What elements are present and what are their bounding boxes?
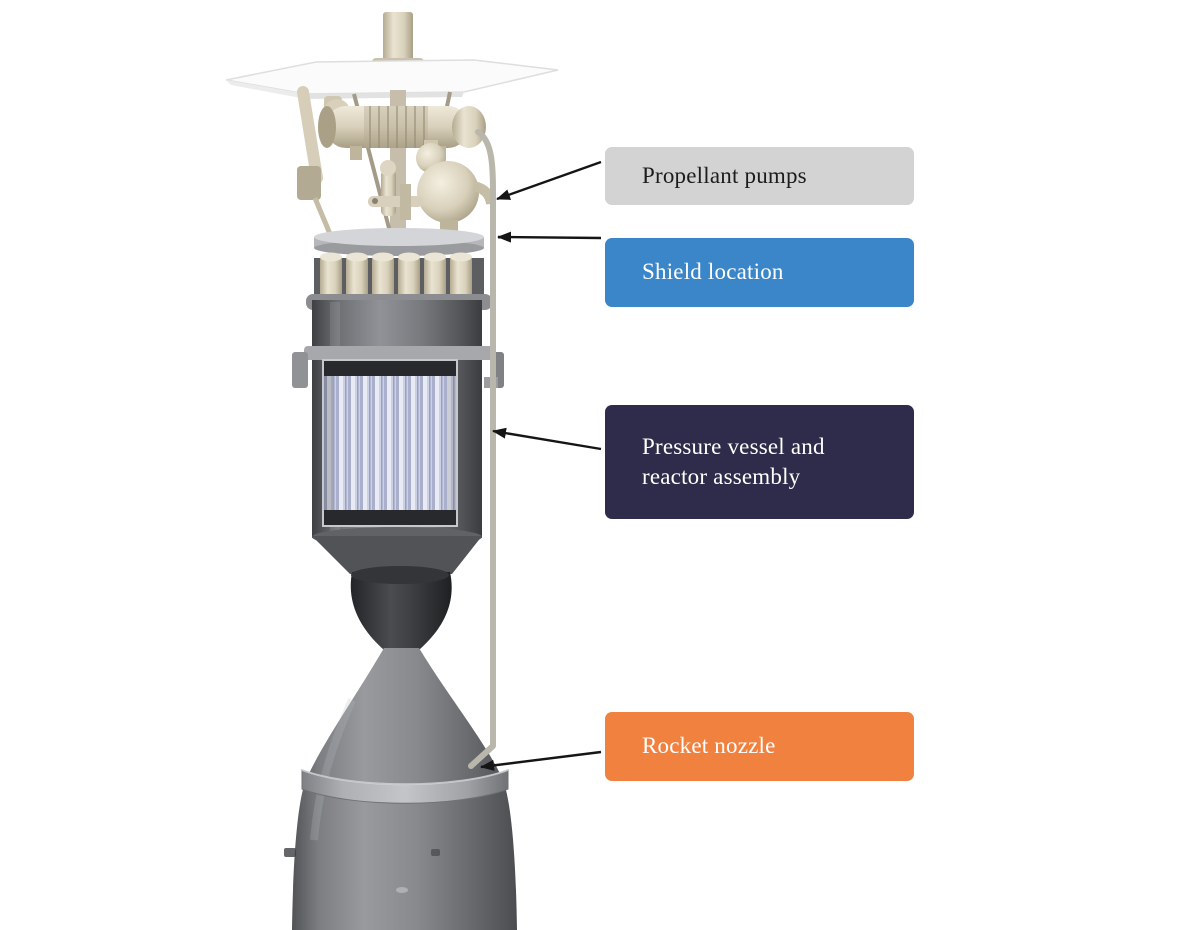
label-shield-location: Shield location: [605, 238, 914, 307]
arrow-rocket-nozzle: [480, 750, 602, 771]
top-mast: [372, 12, 424, 68]
arrow-pressure-vessel: [492, 427, 602, 451]
coolant-pipe: [468, 129, 498, 769]
label-pressure-vessel-line2: reactor assembly: [642, 464, 801, 489]
turbopump-assembly: [318, 96, 486, 160]
label-shield-location-text: Shield location: [642, 259, 784, 285]
shield-mount-ring: [314, 228, 484, 256]
label-propellant-pumps: Propellant pumps: [605, 147, 914, 205]
support-plate: [225, 59, 559, 99]
nozzle-throat: [350, 566, 452, 650]
arrow-propellant-pumps: [496, 160, 602, 201]
nozzle-marking: [431, 849, 440, 856]
label-pressure-vessel-line1: Pressure vessel and: [642, 433, 825, 459]
nozzle-band: [301, 769, 509, 804]
nozzle-bell: [284, 648, 517, 930]
propellant-pump-sphere: [368, 140, 496, 238]
label-pressure-vessel: Pressure vessel and reactor assembly: [605, 405, 914, 519]
label-rocket-nozzle-text: Rocket nozzle: [642, 733, 776, 759]
reactor-core-cutaway: [322, 359, 458, 527]
label-rocket-nozzle: Rocket nozzle: [605, 712, 914, 781]
nozzle-marking: [284, 848, 296, 857]
annotation-arrows: [480, 160, 602, 771]
arrow-shield-location: [497, 231, 602, 243]
label-propellant-pumps-text: Propellant pumps: [642, 162, 807, 188]
